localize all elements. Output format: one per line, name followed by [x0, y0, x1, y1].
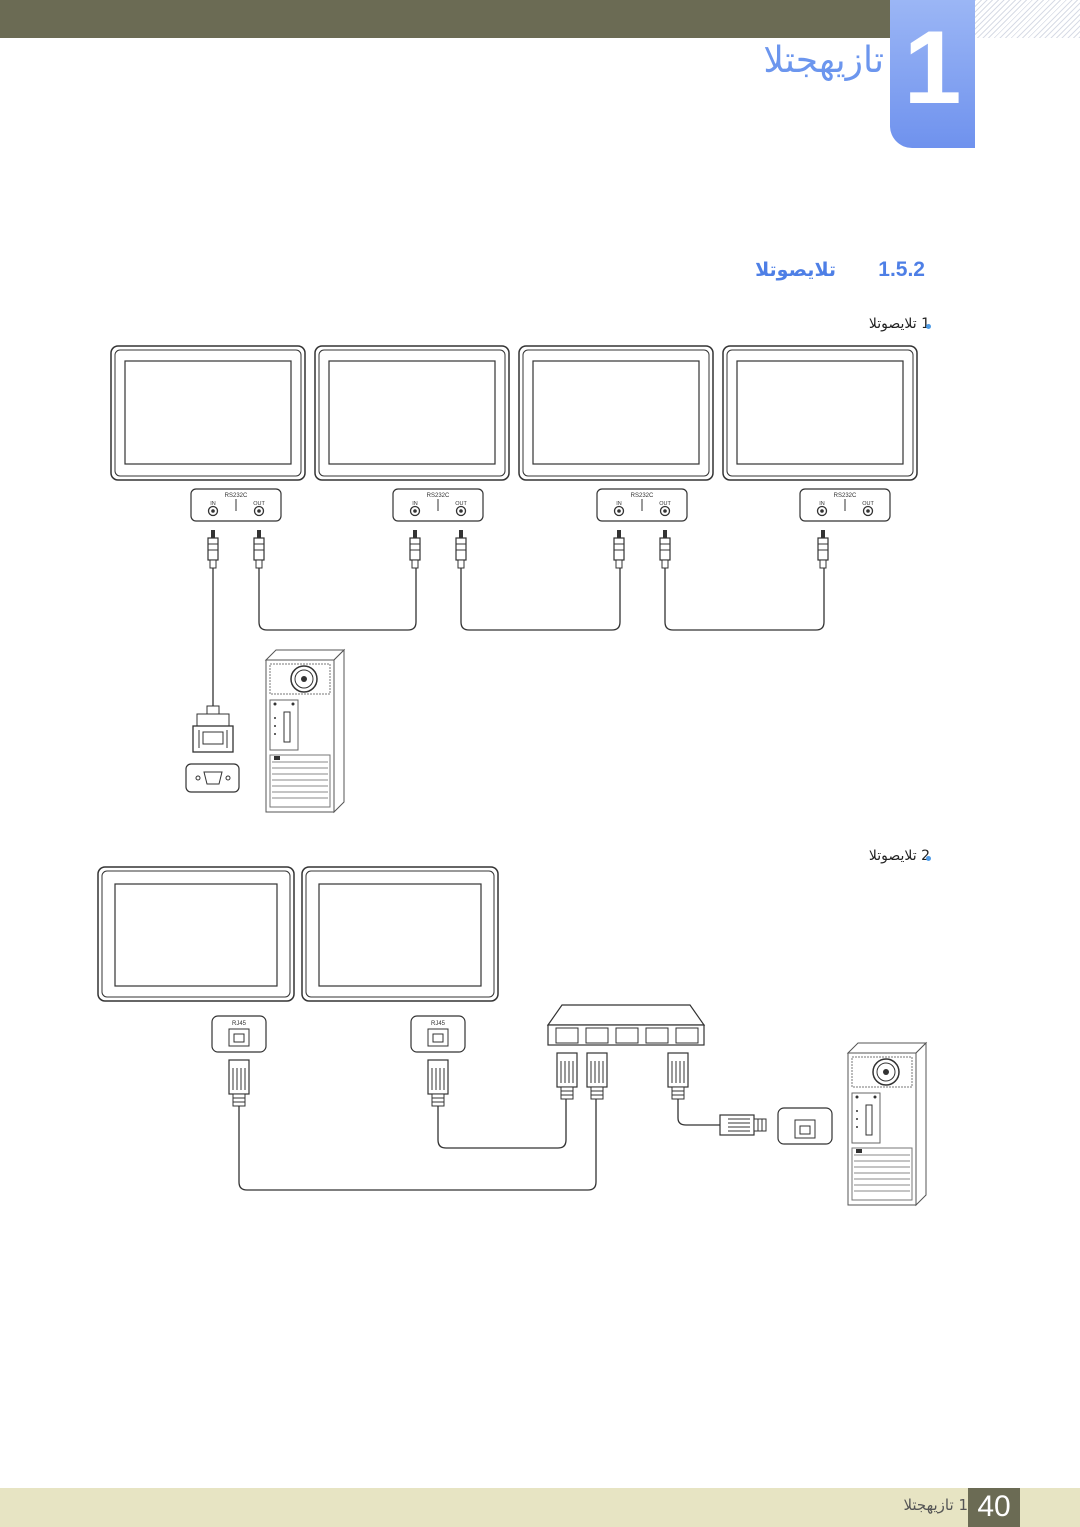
port-out-label: OUT [659, 501, 671, 507]
header-bar [0, 0, 890, 38]
port-out-label: OUT [862, 501, 874, 507]
port-in-label: IN [412, 501, 418, 507]
serial-cables [212, 568, 825, 706]
bullet-connection-2: 2 تلايصوتلا [869, 848, 930, 864]
audio-jack-icon [817, 529, 829, 569]
rs232c-port-1: RS232C IN OUT [190, 488, 282, 522]
port-title: RS232C [834, 493, 857, 499]
monitor-4 [722, 345, 918, 481]
port-out-label: OUT [455, 501, 467, 507]
rs232c-port-3: RS232C IN OUT [596, 488, 688, 522]
audio-jack-icon [613, 529, 625, 569]
audio-jack-icon [409, 529, 421, 569]
page-number: 40 [977, 1490, 1011, 1523]
footer-bar [0, 1488, 1080, 1527]
port-in-label: IN [819, 501, 825, 507]
rs232c-port-4: RS232C IN OUT [799, 488, 891, 522]
audio-jack-icon [253, 529, 265, 569]
monitor-3 [518, 345, 714, 481]
rs232c-port-2: RS232C IN OUT [392, 488, 484, 522]
monitor-2 [314, 345, 510, 481]
audio-jack-icon [207, 529, 219, 569]
audio-jack-icon [455, 529, 467, 569]
pc-tower-icon [265, 649, 345, 813]
bullet-dot-icon [926, 856, 931, 861]
port-in-label: IN [210, 501, 216, 507]
port-out-label: OUT [253, 501, 265, 507]
bullet-label: 1 تلايصوتلا [868, 316, 930, 332]
port-in-label: IN [616, 501, 622, 507]
pc-serial-port-icon [185, 763, 240, 793]
bullet-label: 2 تلايصوتلا [868, 848, 930, 864]
section-title: تلايصوتلا [755, 259, 836, 281]
section-number: 1.5.2 [878, 258, 925, 281]
header-hatch-decoration [975, 0, 1080, 38]
db9-connector-icon [192, 705, 234, 753]
chapter-tab [890, 0, 975, 148]
port-title: RS232C [631, 493, 654, 499]
port-title: RS232C [225, 493, 248, 499]
footer-chapter-label: 1 تازيهجتلا [903, 1496, 968, 1514]
audio-jack-icon [659, 529, 671, 569]
page-number-box [968, 1488, 1020, 1527]
bullet-connection-1: 1 تلايصوتلا [869, 316, 930, 332]
chapter-number: 1 [903, 10, 962, 126]
monitor-1 [110, 345, 306, 481]
chapter-title: تازيهجتلا [763, 40, 884, 81]
bullet-dot-icon [926, 324, 931, 329]
port-title: RS232C [427, 493, 450, 499]
